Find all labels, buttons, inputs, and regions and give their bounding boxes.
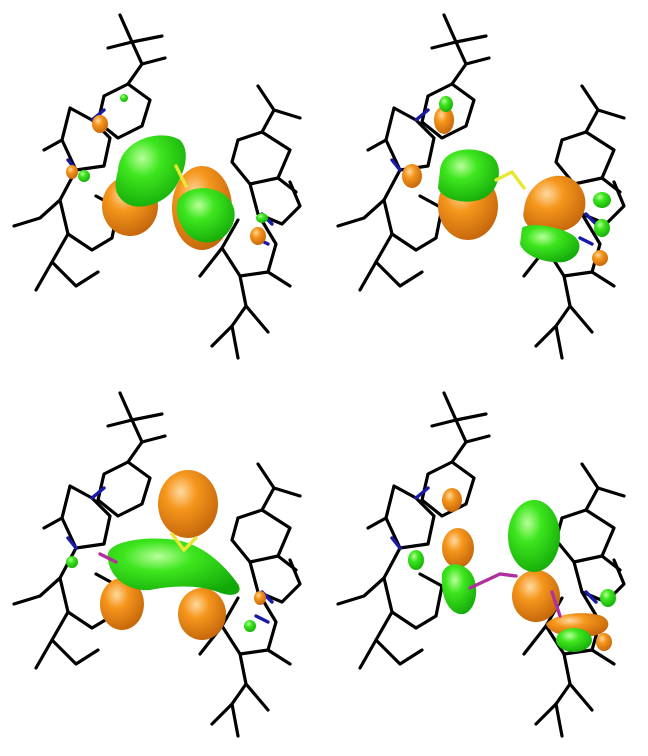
orbital-panel-bottom-right <box>324 378 648 756</box>
bridge-bond <box>550 590 562 618</box>
orbital-lobe-negative <box>178 588 226 640</box>
orbital-lobe-negative <box>254 591 266 605</box>
orbital-lobe-negative <box>250 227 266 245</box>
orbital-lobe-negative <box>546 613 609 637</box>
orbital-lobe-negative <box>158 470 218 538</box>
bridge-bond <box>468 572 518 590</box>
molecule-render <box>12 391 302 738</box>
orbital-lobe-positive <box>593 192 611 208</box>
orbital-lobe-positive <box>256 213 268 223</box>
orbital-lobe-negative <box>434 106 454 134</box>
orbital-lobe-negative <box>66 165 78 179</box>
bridge-bond <box>494 169 526 190</box>
orbital-lobe-positive <box>244 620 256 632</box>
orbital-lobe-positive <box>408 550 424 570</box>
molecule-render <box>12 13 302 360</box>
orbital-lobe-negative <box>596 633 612 651</box>
orbital-lobe-negative <box>512 570 560 622</box>
orbital-panel-bottom-left <box>0 378 324 756</box>
orbital-lobe-negative <box>442 488 462 512</box>
orbital-lobe-positive <box>520 225 580 263</box>
molecule-render <box>336 391 626 738</box>
orbital-panel-top-left <box>0 0 324 378</box>
orbital-lobe-positive <box>439 96 453 112</box>
bridge-bond <box>170 532 198 553</box>
orbital-lobe-negative <box>92 115 108 133</box>
orbital-lobe-positive <box>107 538 240 595</box>
orbital-lobe-positive <box>120 94 128 102</box>
orbital-lobe-positive <box>556 628 592 652</box>
bridge-bond <box>98 552 118 564</box>
orbital-lobe-positive <box>438 149 499 202</box>
orbital-lobe-positive <box>176 188 235 243</box>
orbital-lobe-negative <box>442 528 474 568</box>
orbital-lobe-positive <box>508 500 560 572</box>
bridge-bond <box>174 164 188 188</box>
orbital-lobe-positive <box>78 170 90 182</box>
orbital-lobe-positive <box>66 556 78 568</box>
orbital-lobe-negative <box>592 250 608 266</box>
orbital-lobe-positive <box>594 219 610 237</box>
orbital-lobe-negative <box>523 175 586 233</box>
orbital-lobe-positive <box>441 564 477 615</box>
orbital-lobe-negative <box>402 164 422 188</box>
orbital-lobe-positive <box>115 135 186 207</box>
molecule-render <box>336 13 626 360</box>
orbital-lobe-positive <box>600 589 616 607</box>
orbital-lobe-negative <box>100 578 144 630</box>
orbital-panel-top-right <box>324 0 648 378</box>
